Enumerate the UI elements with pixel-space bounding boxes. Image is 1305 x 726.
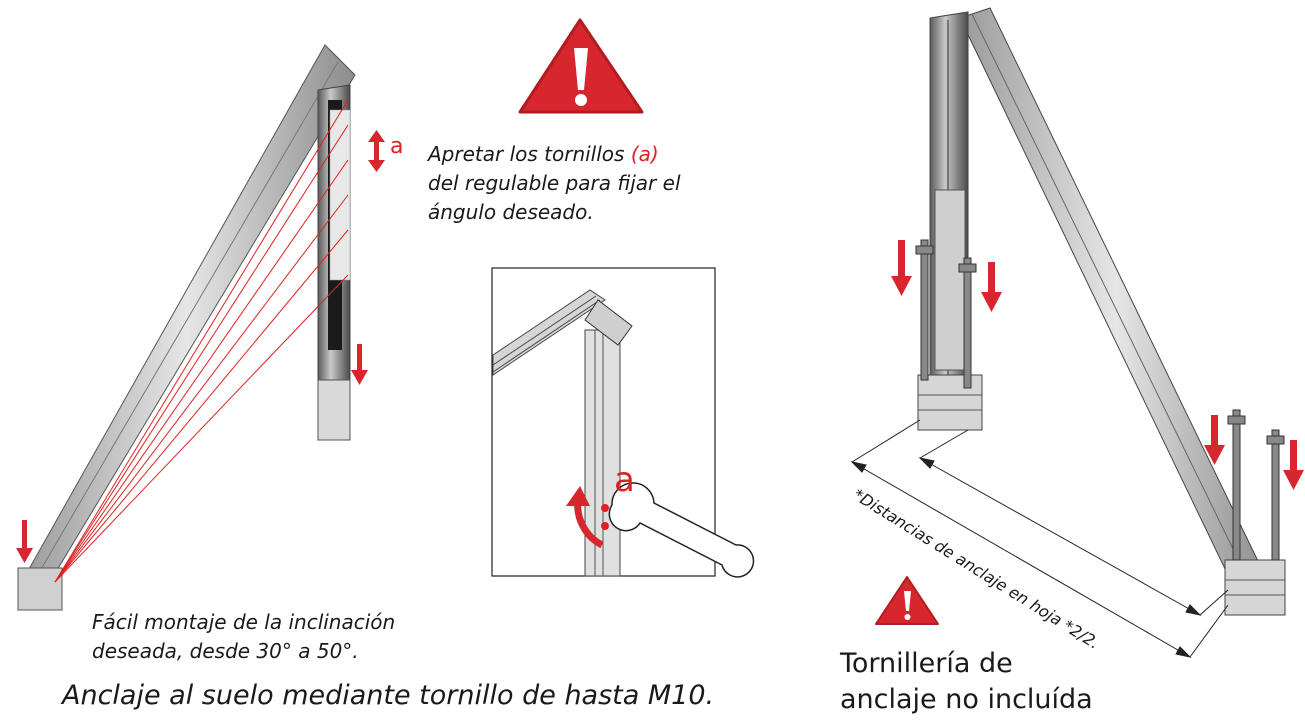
down-arrow-icon [1283,440,1304,490]
left-structure [16,44,385,611]
dimension-lines [850,419,1229,658]
warning-triangle-icon [875,576,939,625]
wrench-icon [608,482,755,578]
anchor-bolt [1266,429,1285,561]
anchor-bolt [958,257,977,389]
tighten-instruction: Apretar los tornillos (a) del regulable … [428,140,681,227]
angle-lines [54,99,349,583]
down-arrow-icon [891,240,912,296]
tighten-post: del regulable para fijar el ángulo desea… [428,171,681,224]
down-arrow-icon [981,262,1002,312]
tighten-pre: Apretar los tornillos [428,142,631,166]
right-diagonal-rail [959,7,1273,601]
anchor-bolt [1227,409,1246,561]
warning-triangle-icon [518,18,644,114]
anchor-bolt [915,239,934,381]
tighten-ref: (a) [630,142,659,166]
down-arrow-icon [1204,415,1225,465]
right-structure [850,7,1304,658]
adjuster-label-a: a [390,134,404,159]
down-arrow-icon [351,344,368,385]
rotate-arrow-icon [566,486,604,549]
detail-label-a: a [614,460,635,500]
detail-view [491,267,755,578]
double-arrow-icon [368,130,385,172]
bolts-not-included-note: Tornillería de anclaje no incluída [840,648,1093,715]
ground-anchor-note: Anclaje al suelo mediante tornillo de ha… [62,680,715,711]
easy-mount-note: Fácil montaje de la inclinación deseada,… [92,610,396,663]
down-arrow-icon [16,520,33,563]
